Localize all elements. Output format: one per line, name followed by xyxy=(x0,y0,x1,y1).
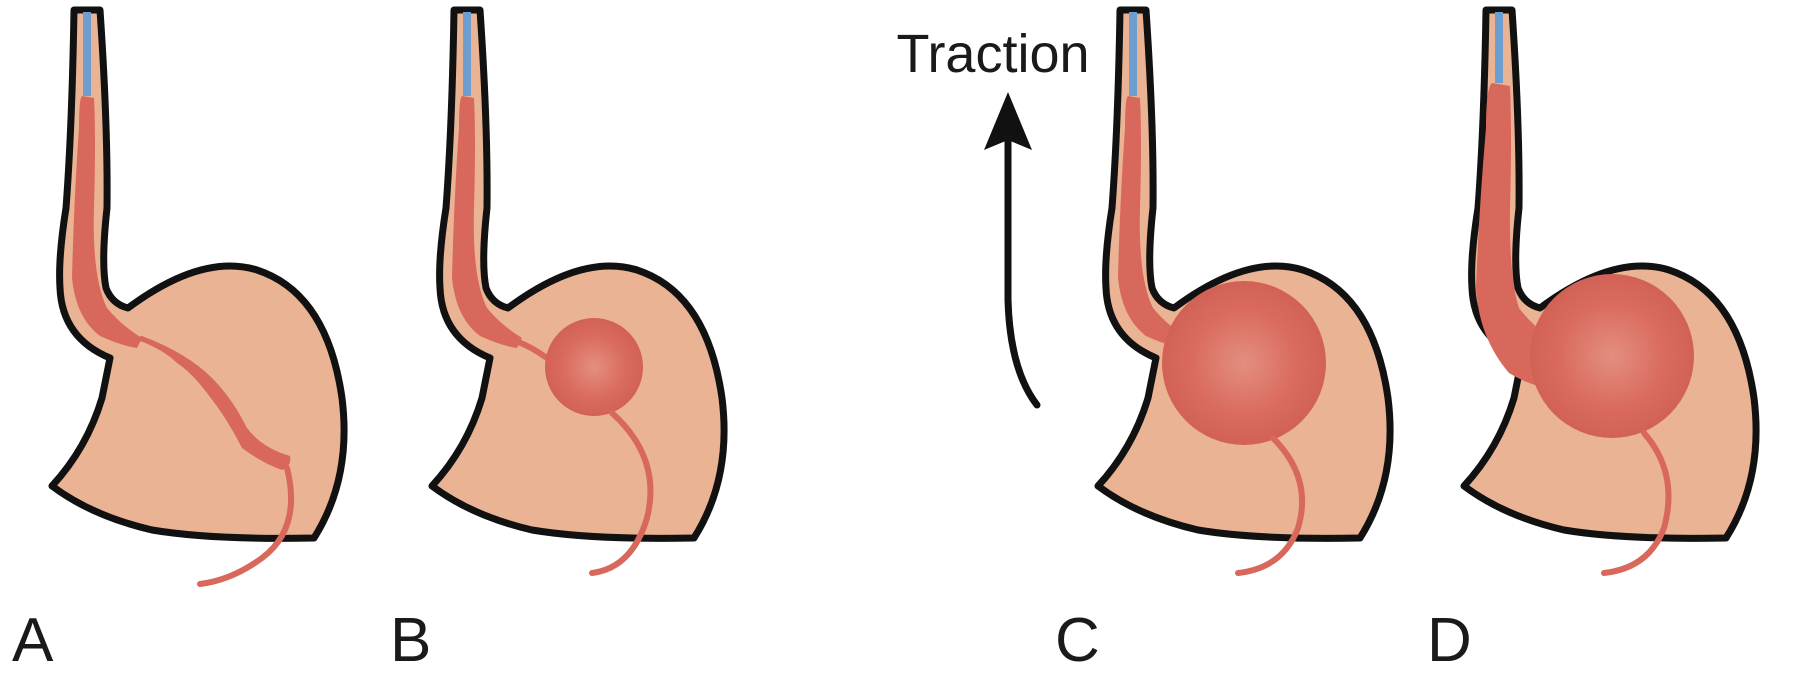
panel-a xyxy=(52,10,344,584)
balloon-c xyxy=(1162,281,1326,445)
balloon-b xyxy=(545,318,643,416)
panel-c xyxy=(1098,10,1390,573)
panel-d xyxy=(1464,10,1756,573)
panel-label-c: C xyxy=(1055,606,1100,675)
traction-label: Traction xyxy=(896,24,1089,84)
balloon-d xyxy=(1530,274,1694,438)
traction-arrow: Traction xyxy=(896,24,1089,405)
panel-label-b: B xyxy=(390,606,431,675)
panel-label-d: D xyxy=(1427,606,1472,675)
panel-b xyxy=(432,10,724,573)
panel-label-a: A xyxy=(12,606,54,675)
